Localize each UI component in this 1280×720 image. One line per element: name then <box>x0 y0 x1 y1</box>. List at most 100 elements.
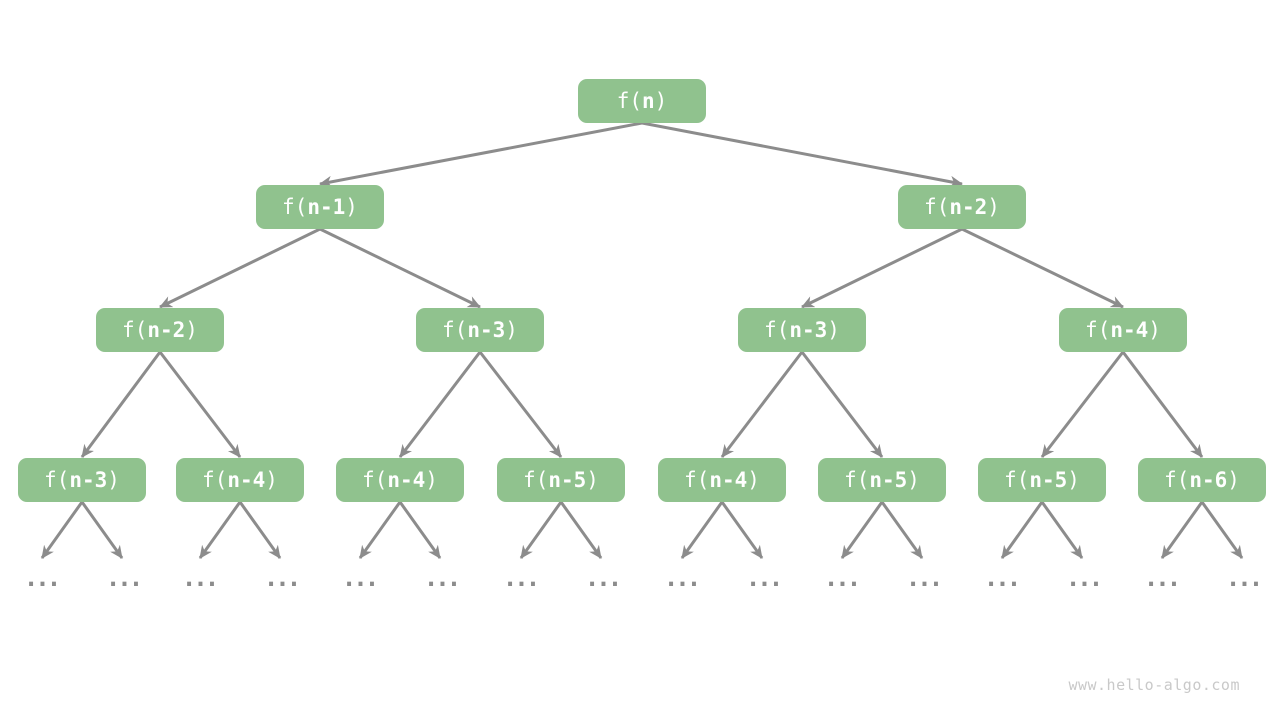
ellipsis-dots: ... <box>745 564 783 592</box>
tree-edge <box>961 227 1124 309</box>
node-label-prefix: f( <box>1004 468 1030 492</box>
node-label-prefix: f( <box>282 195 308 219</box>
node-label-prefix: f( <box>44 468 70 492</box>
ellipsis-dots: ... <box>181 564 219 592</box>
ellipsis-dots: ... <box>663 564 701 592</box>
tree-node-L3-0: f(n-3) <box>18 458 146 502</box>
node-label-prefix: f( <box>684 468 710 492</box>
tree-edge <box>1160 501 1204 559</box>
tree-edge <box>720 351 804 458</box>
tree-edge <box>880 501 924 559</box>
node-label-prefix: f( <box>523 468 549 492</box>
node-label-argument: n-5 <box>548 468 587 492</box>
tree-edge <box>1200 501 1244 559</box>
node-label-prefix: f( <box>616 89 642 113</box>
node-label-prefix: f( <box>202 468 228 492</box>
node-label-argument: n-5 <box>1029 468 1068 492</box>
tree-node-L3-4: f(n-4) <box>658 458 786 502</box>
ellipsis-dots: ... <box>341 564 379 592</box>
node-label-suffix: ) <box>107 468 120 492</box>
tree-edge <box>680 501 724 559</box>
node-label-argument: n-3 <box>69 468 108 492</box>
tree-edge <box>641 121 963 188</box>
tree-edge <box>478 351 563 458</box>
node-label-suffix: ) <box>827 318 840 342</box>
node-label-suffix: ) <box>907 468 920 492</box>
node-label-prefix: f( <box>924 195 950 219</box>
node-label-suffix: ) <box>265 468 278 492</box>
node-label-argument: n-4 <box>387 468 426 492</box>
node-label-suffix: ) <box>586 468 599 492</box>
node-label-prefix: f( <box>442 318 468 342</box>
node-label-prefix: f( <box>1164 468 1190 492</box>
tree-node-L1-0: f(n-1) <box>256 185 384 229</box>
tree-node-L3-6: f(n-5) <box>978 458 1106 502</box>
node-label-argument: n-1 <box>307 195 346 219</box>
tree-edge <box>720 501 764 559</box>
node-label-argument: n-6 <box>1189 468 1228 492</box>
ellipsis-dots: ... <box>905 564 943 592</box>
node-label-prefix: f( <box>764 318 790 342</box>
tree-edge <box>40 501 84 559</box>
ellipsis-dots: ... <box>1143 564 1181 592</box>
node-label-suffix: ) <box>654 89 668 113</box>
tree-edge <box>840 501 884 559</box>
ellipsis-dots: ... <box>502 564 540 592</box>
node-label-argument: n-2 <box>949 195 988 219</box>
tree-edge <box>198 501 242 559</box>
node-label-suffix: ) <box>747 468 760 492</box>
tree-edge <box>80 351 162 458</box>
tree-node-L2-2: f(n-3) <box>738 308 866 352</box>
ellipsis-dots: ... <box>1225 564 1263 592</box>
node-label-suffix: ) <box>1227 468 1240 492</box>
tree-node-L3-7: f(n-6) <box>1138 458 1266 502</box>
node-label-argument: n-5 <box>869 468 908 492</box>
tree-node-L2-3: f(n-4) <box>1059 308 1187 352</box>
node-label-suffix: ) <box>345 195 358 219</box>
tree-node-L3-5: f(n-5) <box>818 458 946 502</box>
ellipsis-dots: ... <box>105 564 143 592</box>
tree-edge <box>80 501 124 559</box>
node-label-argument: n-2 <box>147 318 186 342</box>
ellipsis-dots: ... <box>1065 564 1103 592</box>
tree-edge <box>519 501 563 559</box>
ellipsis-dots: ... <box>263 564 301 592</box>
tree-edge <box>398 501 442 559</box>
node-label-suffix: ) <box>185 318 198 342</box>
tree-edge <box>319 121 643 188</box>
tree-node-L3-3: f(n-5) <box>497 458 625 502</box>
node-label-suffix: ) <box>1067 468 1080 492</box>
ellipsis-dots: ... <box>823 564 861 592</box>
ellipsis-dots: ... <box>584 564 622 592</box>
tree-node-L2-0: f(n-2) <box>96 308 224 352</box>
node-label-argument: n-4 <box>227 468 266 492</box>
tree-edge <box>319 227 481 309</box>
node-label-prefix: f( <box>122 318 148 342</box>
watermark: www.hello-algo.com <box>1068 676 1240 694</box>
tree-edge <box>1040 501 1084 559</box>
tree-edge <box>238 501 282 559</box>
tree-edge <box>559 501 603 559</box>
ellipsis-dots: ... <box>423 564 461 592</box>
tree-edge <box>159 227 321 309</box>
tree-edge <box>358 501 402 559</box>
tree-node-L3-1: f(n-4) <box>176 458 304 502</box>
ellipsis-dots: ... <box>23 564 61 592</box>
tree-edge <box>1000 501 1044 559</box>
tree-edge <box>1121 351 1204 458</box>
node-label-argument: n-3 <box>467 318 506 342</box>
node-label-suffix: ) <box>505 318 518 342</box>
tree-node-L2-1: f(n-3) <box>416 308 544 352</box>
node-label-suffix: ) <box>425 468 438 492</box>
tree-edge <box>398 351 482 458</box>
node-label-prefix: f( <box>1085 318 1111 342</box>
tree-node-L1-1: f(n-2) <box>898 185 1026 229</box>
node-label-prefix: f( <box>844 468 870 492</box>
node-label-suffix: ) <box>987 195 1000 219</box>
node-label-argument: n-4 <box>1110 318 1149 342</box>
node-label-argument: n <box>641 89 655 113</box>
tree-edge <box>800 351 884 458</box>
tree-node-root: f(n) <box>578 79 706 123</box>
